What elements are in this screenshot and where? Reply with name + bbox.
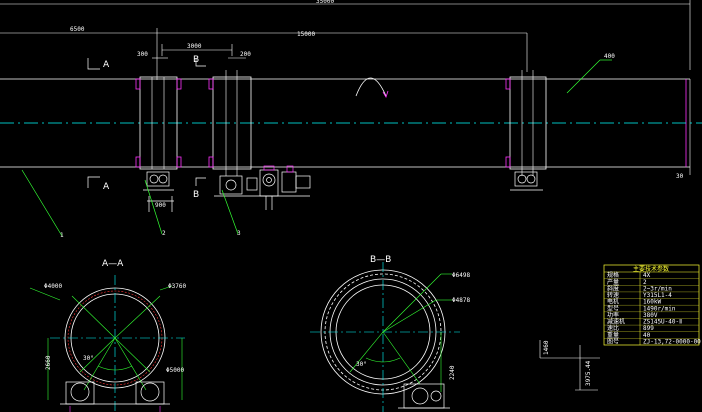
callout-3: 3 [237,230,241,237]
dim-right-end: 30 [676,173,684,180]
dim-span: 15000 [297,31,315,38]
rotation-arrow [355,77,387,97]
dim-left-offset: 6500 [70,26,85,33]
dim-dia-5000: Φ5000 [166,367,184,374]
dim-dia-3760: Φ3760 [168,283,186,290]
drive-accent [263,165,294,173]
drive-unit [214,169,311,210]
spec-row-key: 规格 [607,271,619,279]
section-arrows [87,58,206,188]
dim-level-1460: 1460 [543,340,550,355]
dim-right-tag: 400 [604,53,615,60]
spec-row-value: 4X [643,272,651,279]
section-b-bottom: B [193,190,199,200]
spec-row-value: 2 [643,279,647,286]
callout-1: 1 [60,232,64,239]
spec-row-key: 速比 [607,324,619,332]
spec-row-value: 2~3r/min [643,285,672,292]
dim-height-2660: 2660 [45,355,52,370]
spec-row-value: Y315L1-4 [643,292,672,299]
girth-gear [208,70,252,176]
dim-tyre-spacing: 3000 [187,43,202,50]
section-b-top: B [193,55,199,65]
leaders [21,59,612,237]
kiln-shell [0,78,702,175]
spec-table [603,264,700,346]
spec-row-key: 减速机 [607,318,625,326]
spec-row-key: 转速 [607,291,619,299]
spec-row-value: ZJ-13,72-0000-00 [643,339,701,346]
section-a-view [29,275,185,412]
dim-level-3975: 3975.44 [585,360,592,386]
section-b-view [310,262,460,412]
dim-angle-b: 30° [356,361,367,368]
section-a-bottom: A [103,182,110,192]
spec-row-key: 产量 [607,278,619,286]
spec-row-value: 899 [643,325,654,332]
spec-table-title: 主要技术参数 [633,265,669,273]
dim-height-2240: 2240 [449,365,456,380]
support-roller-2 [510,171,543,191]
spec-row-key: 型号 [607,304,619,312]
section-a-top: A [103,60,110,70]
view-title-a: A—A [102,259,124,269]
spec-row-value: 160kW [643,299,661,306]
spec-row-value: 1490r/min [643,305,676,312]
dim-dia-4878: Φ4878 [452,297,470,304]
spec-row-value: 380V [643,312,658,319]
top-dimension-lines [0,0,691,80]
spec-row-value: 40 [643,332,651,339]
tyre-1 [135,76,182,170]
spec-row-key: 电机 [607,298,619,306]
dim-dia-4000: Φ4000 [44,283,62,290]
spec-row-key: 斜度 [607,284,619,292]
dim-tyre-width-b: 200 [240,51,251,58]
spec-row-value: ZS145U-40-Ⅱ [643,319,682,326]
dim-base-width: 900 [155,202,166,209]
support-roller-1 [143,171,174,212]
view-title-b: B—B [370,255,391,265]
dim-angle-a: 30° [83,355,94,362]
spec-table-rows: 规格 4X 产量 2 斜度 2~3r/min 转速 Y315L1-4 电机 160kW 型号 1490… [604,271,701,346]
spec-row-key: 重量 [607,331,619,339]
dim-overall: 35000 [316,0,334,5]
spec-row-key: 功率 [607,311,619,319]
dim-dia-6498: Φ6498 [452,272,470,279]
dim-tyre-width-a: 300 [137,51,148,58]
spec-row-key: 图号 [607,339,619,346]
level-marks [539,340,600,391]
callout-2: 2 [162,230,166,237]
tyre-2 [505,70,547,176]
